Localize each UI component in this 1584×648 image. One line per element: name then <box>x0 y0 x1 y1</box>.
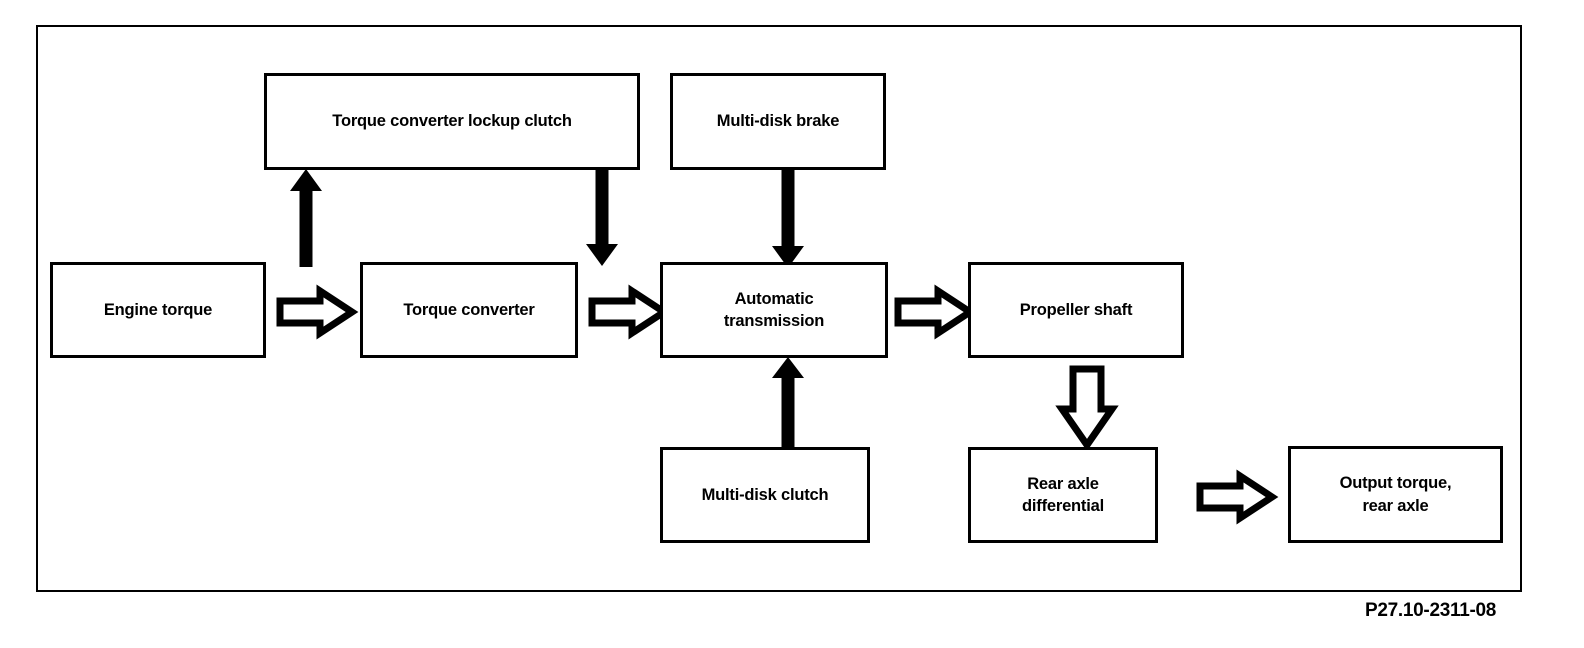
arrow-down-lockup-clutch-to-converter <box>586 168 618 266</box>
node-multi-disk-clutch[interactable]: Multi-disk clutch <box>660 447 870 543</box>
node-engine-torque[interactable]: Engine torque <box>50 262 266 358</box>
node-automatic-transmission[interactable]: Automatic transmission <box>660 262 888 358</box>
arrow-right-engine-to-converter <box>276 284 359 340</box>
node-label-automatic-transmission-line1: Automatic <box>734 289 814 308</box>
node-propeller-shaft[interactable]: Propeller shaft <box>968 262 1184 358</box>
diagram-caption: P27.10-2311-08 <box>1365 600 1497 621</box>
node-label-torque-converter-lockup-clutch: Torque converter lockup clutch <box>332 112 572 131</box>
node-torque-converter[interactable]: Torque converter <box>360 262 578 358</box>
arrow-right-converter-to-transmission <box>588 284 671 340</box>
node-label-automatic-transmission-line2: transmission <box>723 312 825 330</box>
node-rear-axle-differential[interactable]: Rear axle differential <box>968 447 1158 543</box>
diagram-frame: Torque converter lockup clutch Multi-dis… <box>36 25 1522 592</box>
node-label-multi-disk-brake: Multi-disk brake <box>716 112 840 131</box>
arrow-right-transmission-to-propeller <box>894 284 977 340</box>
node-output-torque-rear-axle[interactable]: Output torque, rear axle <box>1288 446 1503 543</box>
arrow-up-clutch-to-transmission <box>772 357 804 452</box>
node-torque-converter-lockup-clutch[interactable]: Torque converter lockup clutch <box>264 73 640 170</box>
node-multi-disk-brake[interactable]: Multi-disk brake <box>670 73 886 170</box>
node-label-engine-torque: Engine torque <box>103 300 213 319</box>
arrow-down-propeller-to-differential <box>1055 365 1119 452</box>
node-label-multi-disk-clutch: Multi-disk clutch <box>701 485 829 504</box>
arrow-down-brake-to-transmission <box>772 170 804 268</box>
node-label-output-torque-rear-axle-line1: Output torque, <box>1339 474 1452 493</box>
node-label-torque-converter: Torque converter <box>403 300 535 319</box>
node-label-rear-axle-differential-line2: differential <box>1022 497 1104 515</box>
arrow-up-engine-to-lockup-clutch <box>290 169 322 267</box>
node-label-output-torque-rear-axle-line2: rear axle <box>1362 496 1429 515</box>
node-label-rear-axle-differential-line1: Rear axle <box>1027 474 1099 493</box>
arrow-right-differential-to-output <box>1196 469 1279 525</box>
node-label-propeller-shaft: Propeller shaft <box>1019 300 1133 319</box>
